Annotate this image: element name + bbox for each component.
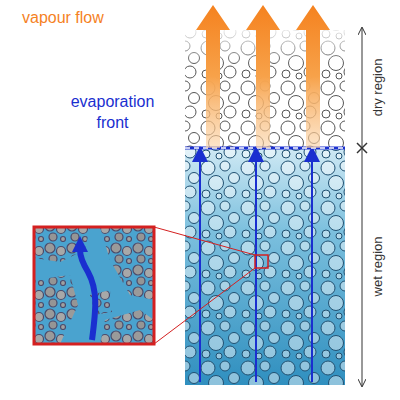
region-label: dry region [370, 32, 387, 142]
wet-region [185, 148, 345, 385]
region-dimension-line [357, 28, 367, 386]
pore-inset [34, 227, 154, 344]
liquid-flow-arrows [200, 154, 312, 382]
front-label: evaporation front [60, 92, 165, 134]
flow-label: vapour flow [22, 8, 162, 29]
region-label: wet region [370, 166, 387, 366]
vapour-flow-arrows [196, 5, 330, 148]
zoom-leader [154, 227, 268, 344]
